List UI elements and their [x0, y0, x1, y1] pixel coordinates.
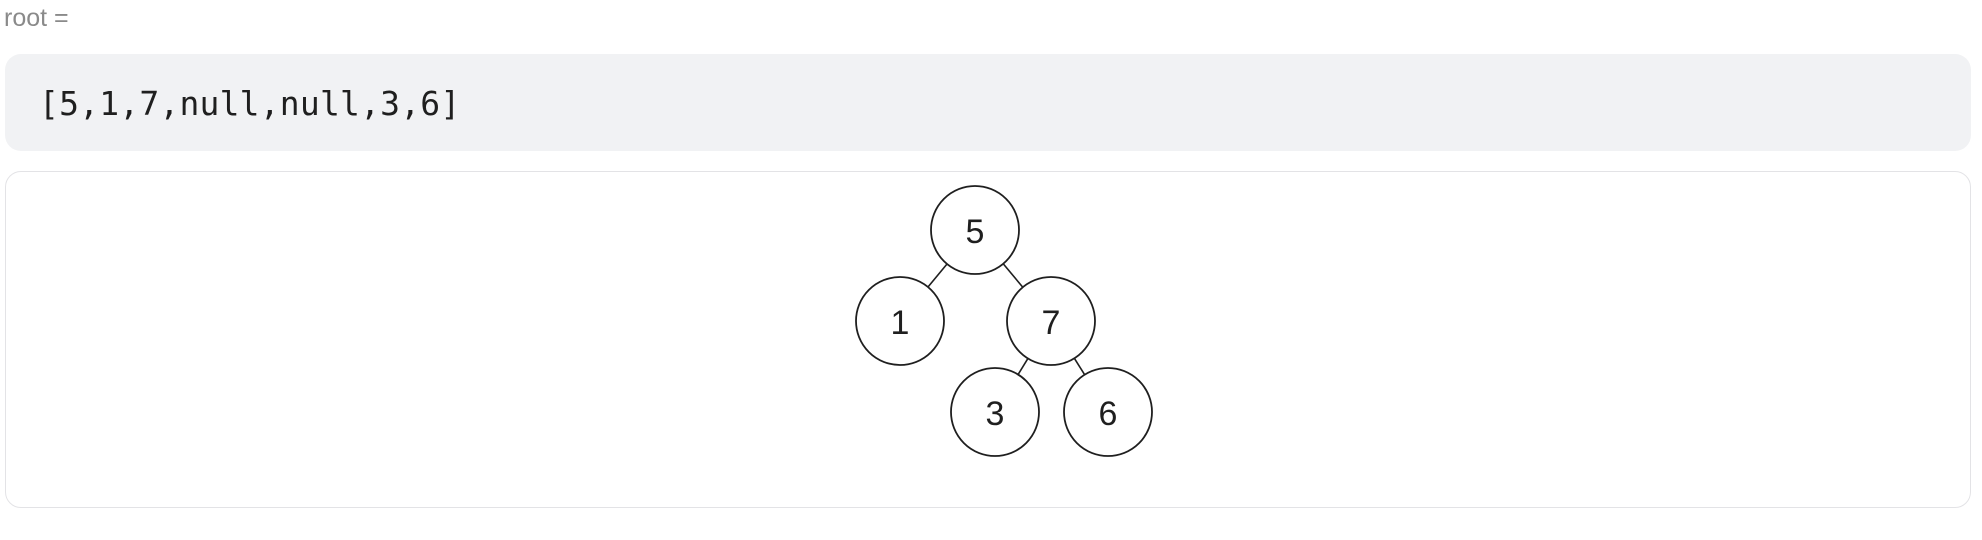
binary-tree-diagram: 5 1 7 3 6	[855, 185, 1153, 457]
tree-node-1: 1	[855, 276, 945, 366]
tree-edge-5-1	[927, 263, 948, 288]
tree-node-5: 5	[930, 185, 1020, 275]
tree-node-circle	[1006, 276, 1096, 366]
param-label: root =	[4, 4, 69, 32]
tree-node-label: 5	[966, 213, 985, 251]
tree-node-circle	[930, 185, 1020, 275]
tree-node-circle	[855, 276, 945, 366]
tree-visualization-panel: 5 1 7 3 6	[5, 171, 1971, 508]
tree-edge-7-6	[1073, 357, 1086, 376]
tree-node-label: 1	[891, 304, 910, 342]
tree-node-7: 7	[1006, 276, 1096, 366]
tree-node-label: 7	[1042, 304, 1061, 342]
input-value[interactable]: [5,1,7,null,null,3,6]	[39, 84, 461, 123]
tree-node-label: 6	[1099, 395, 1118, 433]
input-field[interactable]: [5,1,7,null,null,3,6]	[5, 54, 1971, 151]
tree-node-circle	[1063, 367, 1153, 457]
tree-edge-7-3	[1017, 358, 1029, 375]
tree-edge-5-7	[1002, 263, 1024, 288]
tree-node-6: 6	[1063, 367, 1153, 457]
tree-node-3: 3	[950, 367, 1040, 457]
tree-node-label: 3	[986, 395, 1005, 433]
tree-node-circle	[950, 367, 1040, 457]
